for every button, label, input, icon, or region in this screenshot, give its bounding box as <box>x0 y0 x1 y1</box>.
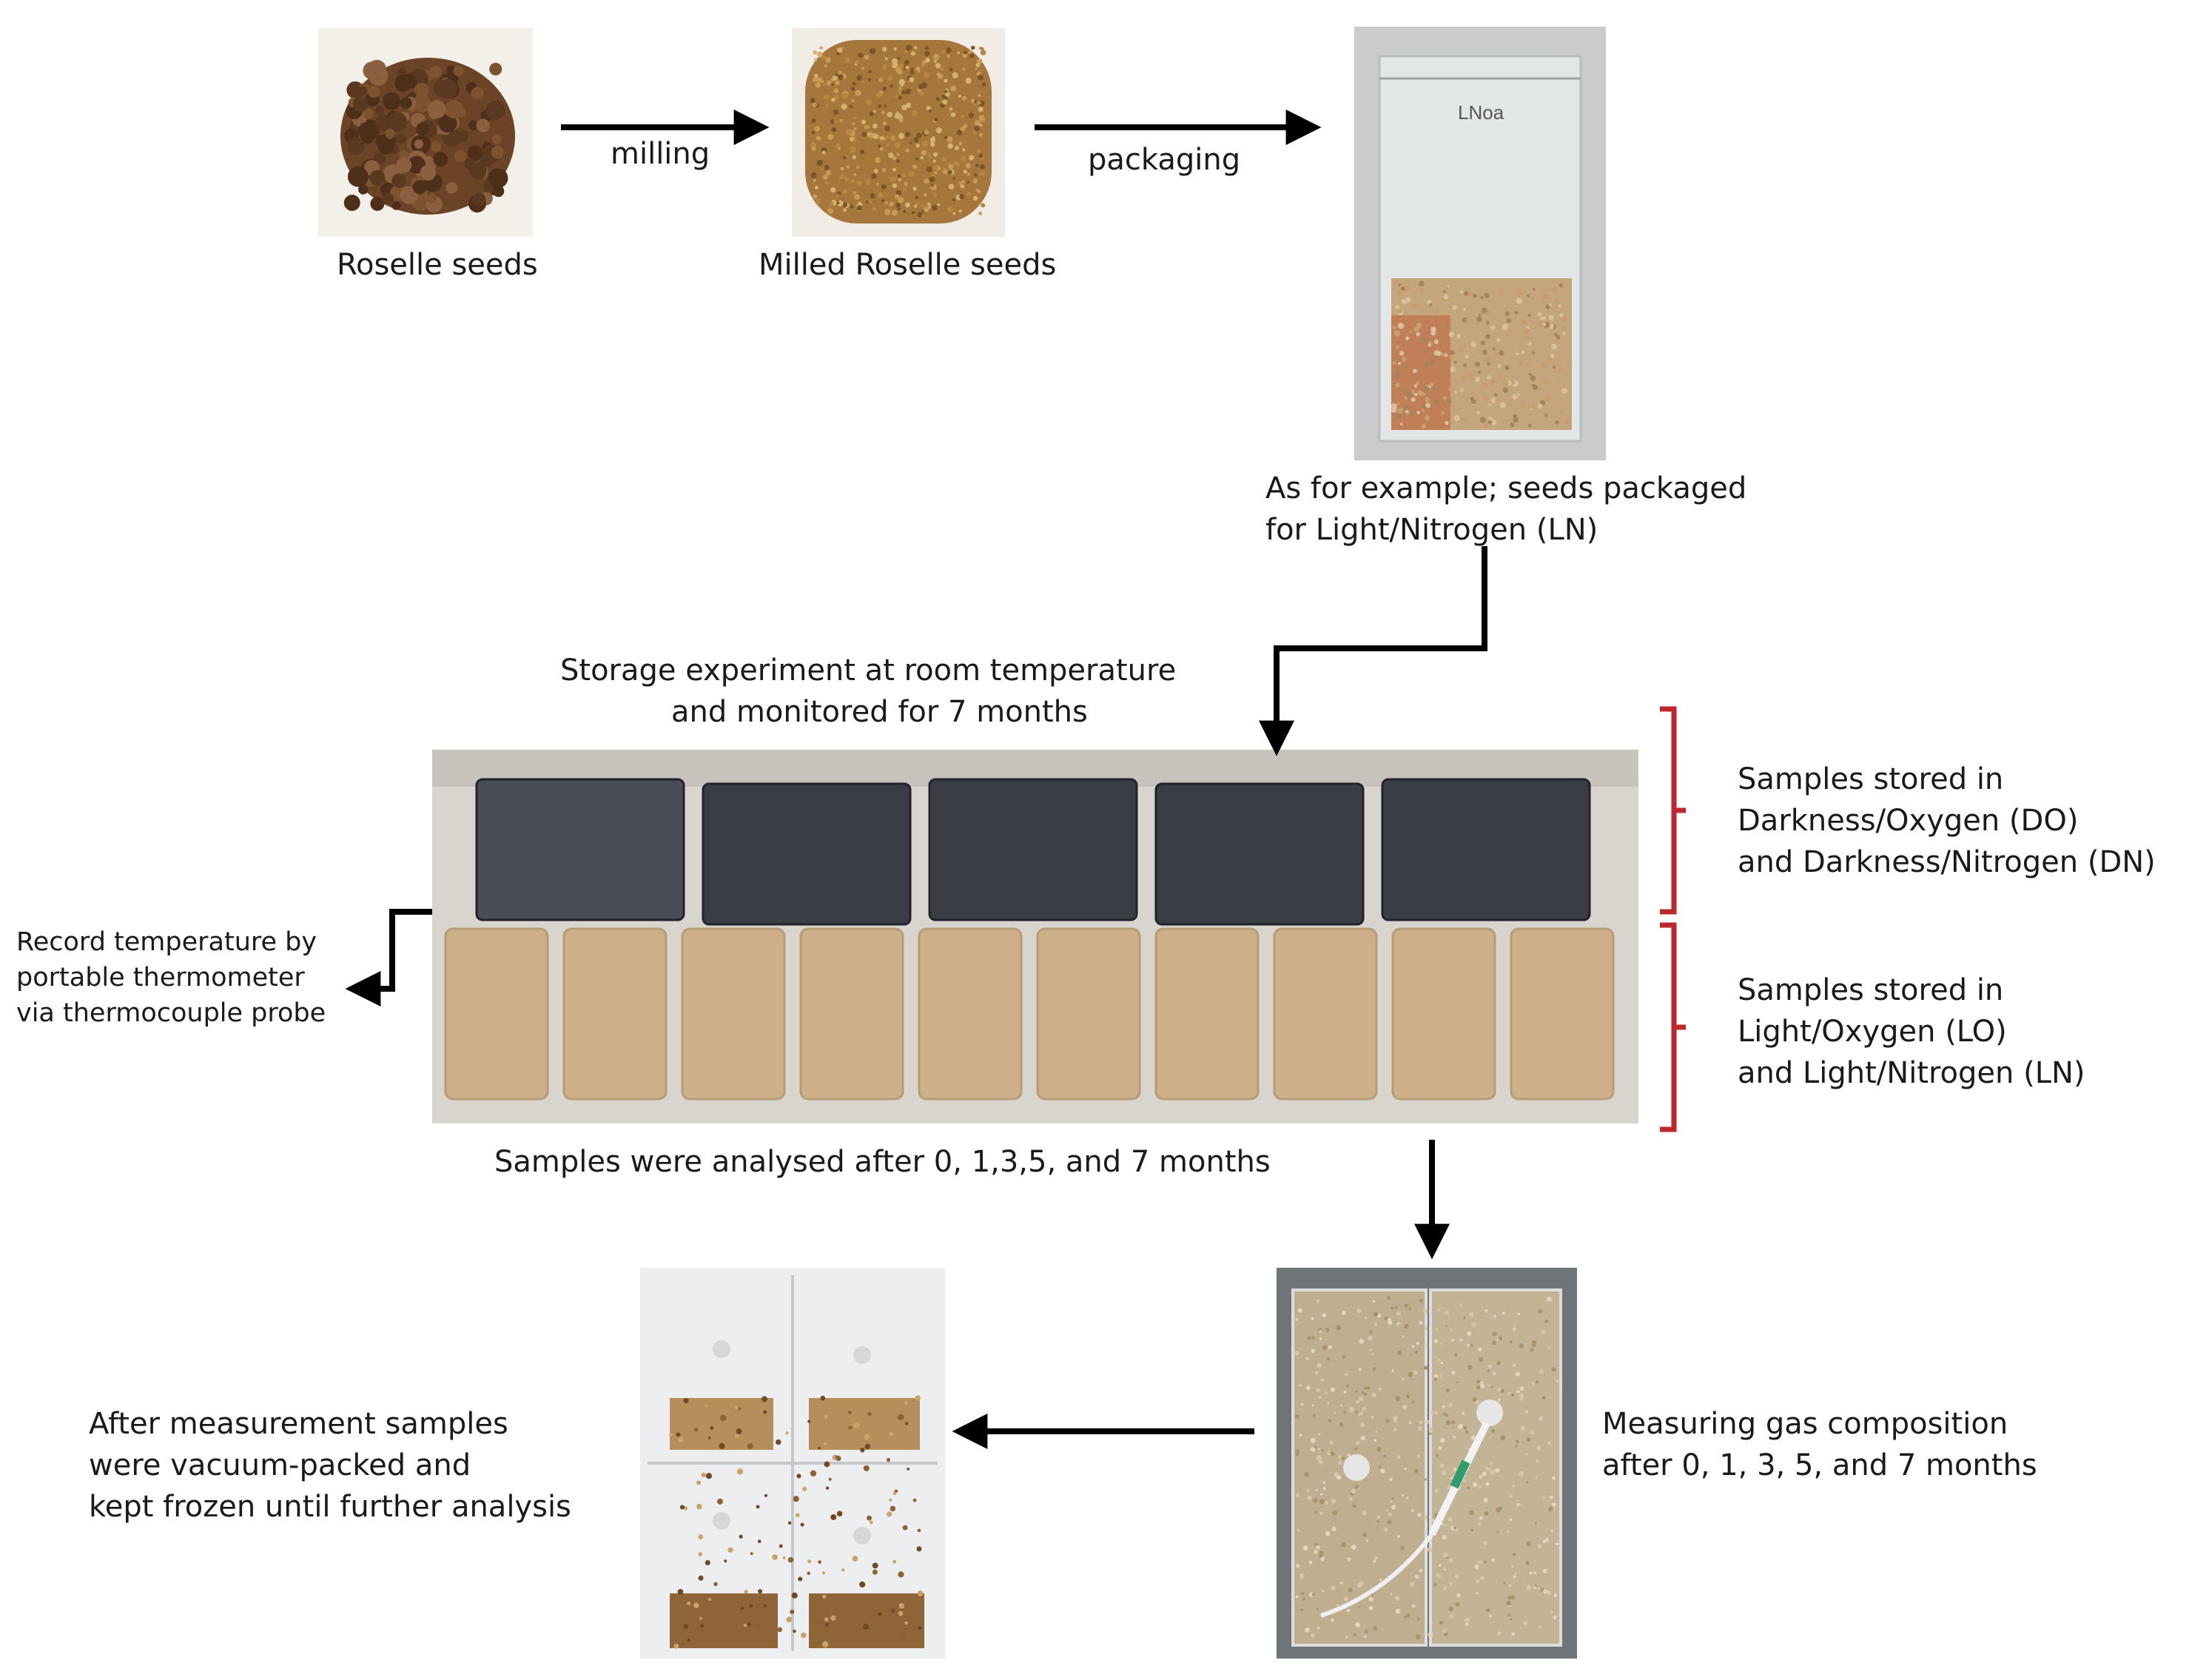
arrow-to-storage <box>1259 546 1487 756</box>
gas-measurement-photo <box>1277 1268 1577 1659</box>
label-record-line3: via thermocouple probe <box>16 998 326 1028</box>
bag-handwritten-label: LNoa <box>1458 101 1504 124</box>
label-dark-line1: Samples stored in <box>1738 762 2004 796</box>
label-light-line2: Light/Oxygen (LO) <box>1738 1015 2007 1049</box>
roselle-seeds-photo <box>318 28 533 237</box>
bracket-light-samples <box>1660 922 1686 1132</box>
label-after-line3: kept frozen until further analysis <box>89 1490 571 1524</box>
label-analysed: Samples were analysed after 0, 1,3,5, an… <box>494 1145 1271 1179</box>
label-example-line1: As for example; seeds packaged <box>1265 471 1747 505</box>
arrow-record-temperature <box>345 909 432 1007</box>
label-packaging: packaging <box>1088 143 1241 177</box>
label-gas-line2: after 0, 1, 3, 5, and 7 months <box>1602 1448 2037 1482</box>
bracket-dark-samples <box>1660 706 1686 915</box>
label-roselle-seeds: Roselle seeds <box>337 248 538 282</box>
label-record-line2: portable thermometer <box>16 963 305 992</box>
label-record-line1: Record temperature by <box>16 927 317 957</box>
label-light-line1: Samples stored in <box>1738 973 2004 1007</box>
label-example-line2: for Light/Nitrogen (LN) <box>1265 513 1598 547</box>
label-milling: milling <box>611 137 710 171</box>
packaged-bag-photo: LNoa <box>1354 27 1606 460</box>
label-dark-line3: and Darkness/Nitrogen (DN) <box>1738 845 2156 879</box>
label-storage-line2: and monitored for 7 months <box>671 695 1088 729</box>
label-dark-line2: Darkness/Oxygen (DO) <box>1738 804 2079 838</box>
label-after-line2: were vacuum-packed and <box>89 1448 471 1482</box>
label-storage-line1: Storage experiment at room temperature <box>560 653 1177 688</box>
label-gas-line1: Measuring gas composition <box>1602 1407 2008 1441</box>
milled-seeds-photo <box>792 28 1005 237</box>
label-light-line3: and Light/Nitrogen (LN) <box>1738 1056 2085 1090</box>
storage-experiment-photo <box>432 750 1638 1123</box>
label-after-line1: After measurement samples <box>89 1407 508 1441</box>
vacuum-packed-photo <box>640 1268 945 1659</box>
label-milled-seeds: Milled Roselle seeds <box>759 248 1057 282</box>
